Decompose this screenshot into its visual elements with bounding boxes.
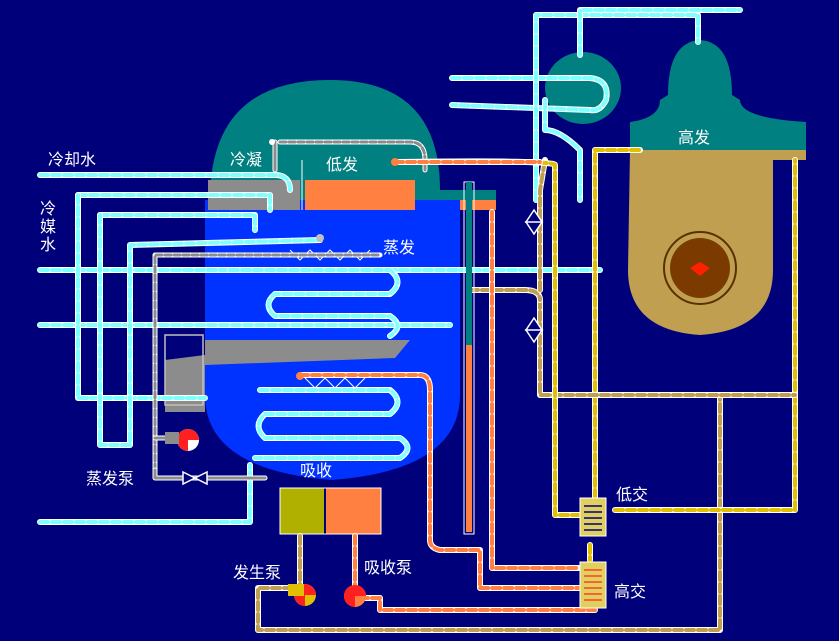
valve-icon (524, 208, 544, 236)
evaporator-pump-label: 蒸发泵 (86, 469, 135, 488)
absorber-pump-icon (344, 585, 366, 607)
high-generator (628, 40, 806, 335)
absorber-sump (326, 488, 381, 534)
high-heat-exchanger (579, 561, 607, 609)
generator-pump-icon (288, 584, 316, 606)
cooling-water-pipes (37, 7, 743, 525)
valve-icon (182, 470, 208, 486)
pipes (37, 7, 798, 633)
high-generator-label: 高发 (678, 128, 711, 147)
valves (182, 208, 544, 486)
evaporator-label: 蒸发 (383, 238, 416, 257)
absorber-solution-pipes (297, 159, 598, 613)
high-generator-dome (630, 40, 806, 160)
low-generator-liquid-2 (460, 200, 496, 210)
high-heat-exchanger-label: 高交 (614, 582, 647, 601)
drain-tubes (463, 181, 475, 535)
flame-icon (690, 262, 710, 276)
refrigerant-water-label: 冷媒水 (37, 200, 56, 254)
evaporator-pump-icon (165, 429, 199, 451)
evaporator-tray (205, 340, 410, 365)
cooling-water-label: 冷却水 (48, 150, 97, 169)
generator-pump-label: 发生泵 (233, 563, 282, 582)
absorber-pump-label: 吸收泵 (364, 558, 413, 577)
valve-icon (524, 316, 544, 344)
low-generator-label: 低发 (326, 155, 359, 174)
condenser-label: 冷凝 (230, 150, 263, 169)
low-heat-exchanger (579, 497, 607, 537)
low-generator-liquid (305, 180, 415, 210)
low-heat-exchanger-label: 低交 (616, 485, 649, 504)
condenser-drum (545, 52, 621, 124)
generator-sump (280, 488, 324, 534)
absorber-label: 吸收 (300, 461, 333, 480)
